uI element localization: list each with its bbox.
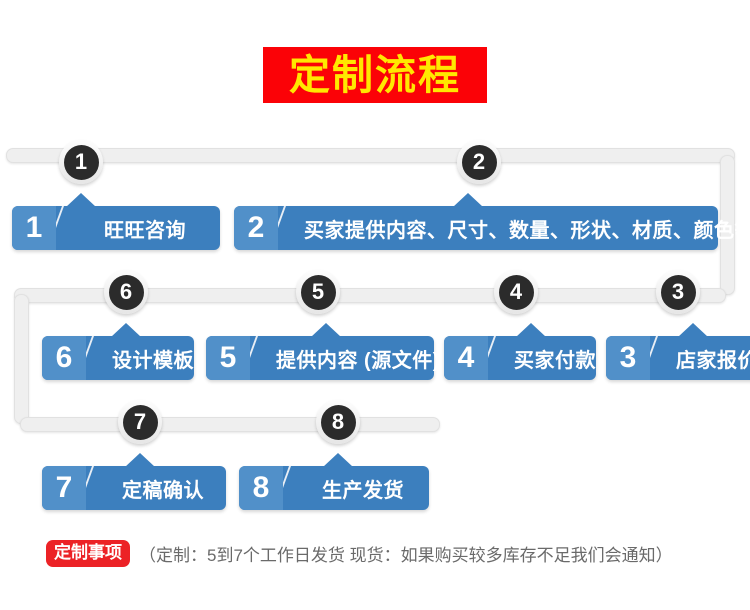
- track-row3-horizontal: [20, 417, 440, 432]
- step-badge-5[interactable]: 5: [296, 270, 340, 314]
- step-box-8-number: 8: [239, 466, 283, 510]
- step-badge-7[interactable]: 7: [118, 400, 162, 444]
- step-box-3-number: 3: [606, 336, 650, 380]
- step-box-5[interactable]: 5 提供内容 (源文件): [206, 323, 439, 380]
- step-badge-3-number: 3: [660, 274, 696, 310]
- chevron-right-icon: [283, 466, 303, 510]
- chevron-right-icon: [650, 336, 670, 380]
- step-pointer-8-icon: [323, 453, 353, 467]
- chevron-right-icon: [488, 336, 508, 380]
- track-row1-horizontal: [6, 148, 735, 163]
- step-box-1[interactable]: 1 旺旺咨询: [12, 193, 220, 250]
- step-box-6-label: 设计模板: [112, 349, 194, 372]
- step-box-4-number: 4: [444, 336, 488, 380]
- step-box-8[interactable]: 8 生产发货: [239, 453, 429, 510]
- footer-text: （定制：5到7个工作日发货 现货：如果购买较多库存不足我们会通知）: [139, 545, 673, 565]
- step-box-1-number: 1: [12, 206, 56, 250]
- step-box-5-label: 提供内容 (源文件): [276, 349, 440, 372]
- step-pointer-2-icon: [453, 193, 483, 207]
- step-box-6-number: 6: [42, 336, 86, 380]
- step-pointer-6-icon: [111, 323, 141, 337]
- step-badge-6-number: 6: [108, 274, 144, 310]
- chevron-right-icon: [86, 466, 106, 510]
- step-box-3[interactable]: 3 店家报价: [606, 323, 750, 380]
- step-pointer-3-icon: [678, 323, 708, 337]
- step-box-6[interactable]: 6 设计模板: [42, 323, 194, 380]
- page-title: 定制流程: [289, 51, 461, 98]
- step-box-4-label: 买家付款: [514, 349, 596, 372]
- step-badge-8[interactable]: 8: [316, 400, 360, 444]
- track-row2-horizontal: [14, 288, 726, 303]
- chevron-right-icon: [56, 206, 76, 250]
- chevron-right-icon: [250, 336, 270, 380]
- step-badge-6[interactable]: 6: [104, 270, 148, 314]
- step-box-7-number: 7: [42, 466, 86, 510]
- page-title-badge: 定制流程: [263, 47, 487, 103]
- step-box-2[interactable]: 2 买家提供内容、尺寸、数量、形状、材质、颜色等: [234, 193, 750, 250]
- track-left-vertical: [14, 294, 29, 424]
- chevron-right-icon: [278, 206, 298, 250]
- step-badge-5-number: 5: [300, 274, 336, 310]
- step-badge-1-number: 1: [63, 144, 99, 180]
- step-pointer-1-icon: [66, 193, 96, 207]
- step-pointer-4-icon: [516, 323, 546, 337]
- step-badge-3[interactable]: 3: [656, 270, 700, 314]
- step-box-7[interactable]: 7 定稿确认: [42, 453, 226, 510]
- step-box-7-label: 定稿确认: [122, 479, 204, 502]
- step-pointer-7-icon: [125, 453, 155, 467]
- step-box-2-label: 买家提供内容、尺寸、数量、形状、材质、颜色等: [304, 219, 750, 242]
- step-badge-7-number: 7: [122, 404, 158, 440]
- chevron-right-icon: [86, 336, 106, 380]
- track-right-vertical: [720, 155, 735, 295]
- step-box-4[interactable]: 4 买家付款: [444, 323, 596, 380]
- step-badge-1[interactable]: 1: [59, 140, 103, 184]
- step-box-5-number: 5: [206, 336, 250, 380]
- step-badge-4-number: 4: [498, 274, 534, 310]
- footer-note: 定制事项 （定制：5到7个工作日发货 现货：如果购买较多库存不足我们会通知）: [46, 540, 673, 567]
- footer-badge: 定制事项: [46, 540, 130, 567]
- step-badge-4[interactable]: 4: [494, 270, 538, 314]
- step-box-3-label: 店家报价: [676, 349, 750, 372]
- step-box-2-number: 2: [234, 206, 278, 250]
- step-badge-2[interactable]: 2: [457, 140, 501, 184]
- step-box-8-label: 生产发货: [322, 479, 404, 502]
- step-pointer-5-icon: [311, 323, 341, 337]
- step-badge-8-number: 8: [320, 404, 356, 440]
- step-box-1-label: 旺旺咨询: [104, 219, 186, 242]
- step-badge-2-number: 2: [461, 144, 497, 180]
